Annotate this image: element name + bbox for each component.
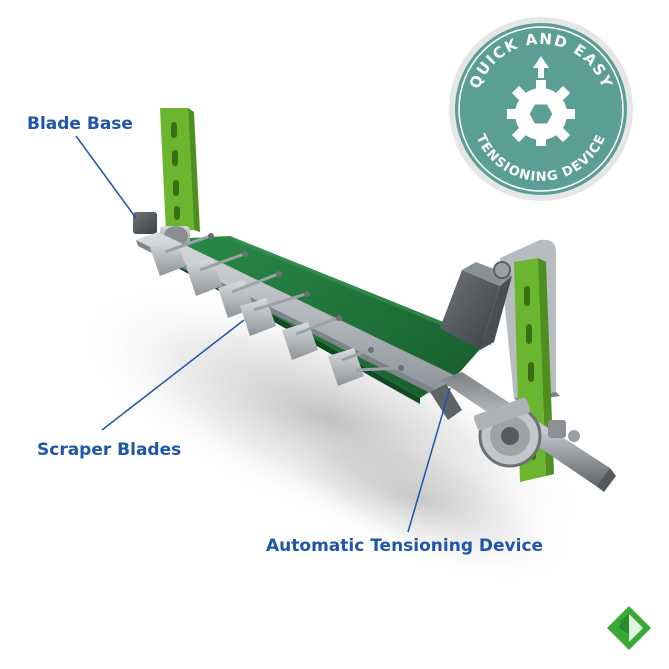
callout-automatic-tensioning-device: Automatic Tensioning Device (266, 536, 544, 556)
blade-base-bracket (160, 108, 200, 232)
brand-logo (607, 606, 651, 650)
callout-blade-base: Blade Base (27, 114, 133, 134)
tensioner-housing (440, 261, 512, 350)
quick-easy-badge: QUICK AND EASY TENSIONING DEVICE (449, 17, 633, 201)
tensioner-gear (473, 397, 580, 468)
callout-leaders (75, 135, 451, 533)
gear-icon (507, 80, 575, 146)
ground-shadow (77, 285, 583, 582)
callout-scraper-blades: Scraper Blades (37, 440, 182, 460)
scraper-blade-holders (150, 233, 404, 386)
arrow-icon (533, 56, 549, 78)
